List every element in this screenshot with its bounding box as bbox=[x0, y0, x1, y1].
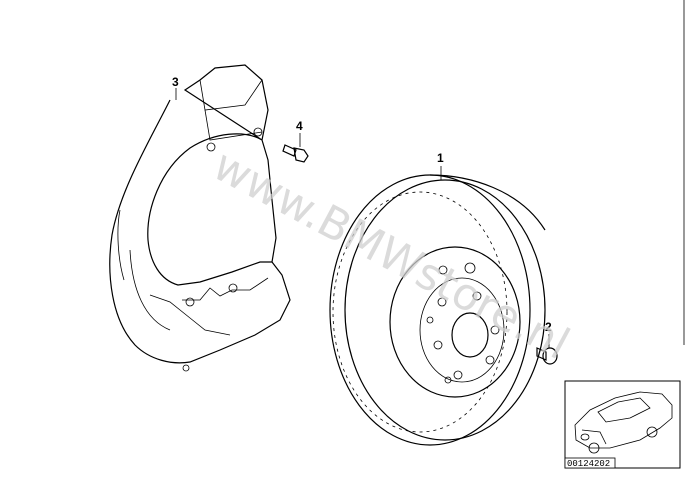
diagram-id: 00124202 bbox=[567, 459, 610, 469]
brake-disc-drawing bbox=[329, 174, 546, 446]
dust-shield-drawing bbox=[109, 64, 291, 372]
callout-1[interactable]: 1 bbox=[437, 151, 444, 165]
car-outline-icon bbox=[574, 391, 673, 454]
disc-screw-drawing bbox=[536, 347, 558, 365]
shield-bolt-drawing bbox=[282, 144, 309, 163]
callout-3[interactable]: 3 bbox=[172, 75, 179, 89]
thumbnail-box[interactable]: 00124202 bbox=[564, 380, 681, 469]
callout-4[interactable]: 4 bbox=[296, 119, 303, 133]
callout-2[interactable]: 2 bbox=[545, 320, 552, 334]
